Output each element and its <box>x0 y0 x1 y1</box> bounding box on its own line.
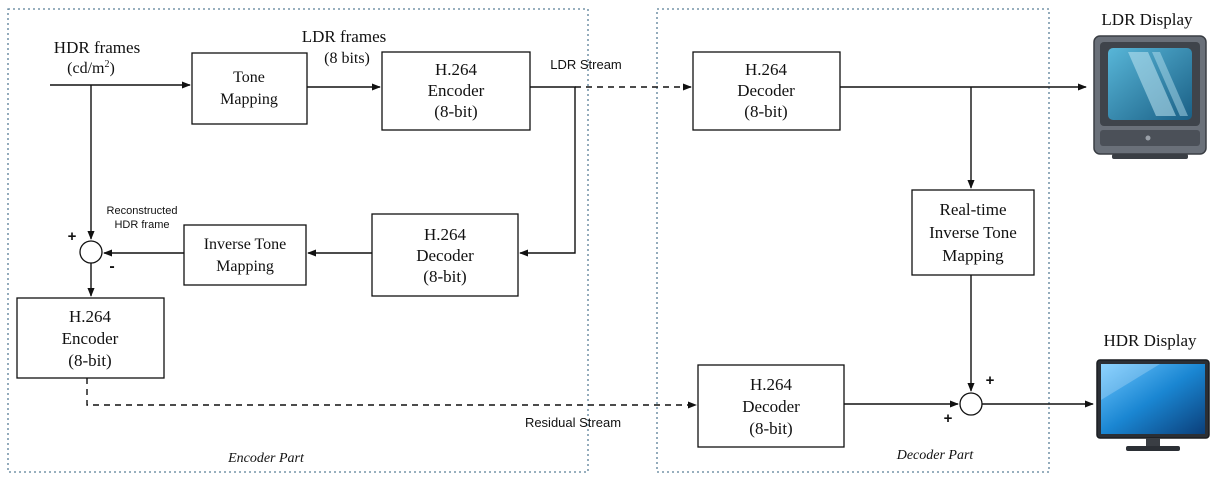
h264-decoder-encoder-side-block: H.264 Decoder (8-bit) <box>371 213 519 297</box>
itm-line1: Inverse Tone <box>204 236 287 253</box>
encoder-part-label: Encoder Part <box>227 451 305 466</box>
encoder-ldr-line3: (8-bit) <box>434 102 477 121</box>
itm-line2: Mapping <box>216 258 274 275</box>
h264-decoder-ldr-block: H.264 Decoder (8-bit) <box>692 51 841 131</box>
encoder-res-line3: (8-bit) <box>68 351 111 370</box>
inverse-tone-mapping-block: Inverse Tone Mapping <box>183 224 307 286</box>
encoder-summer-minus: - <box>109 258 114 275</box>
rt-itm-line3: Mapping <box>942 246 1004 265</box>
decoder-enc-line2: Decoder <box>416 246 474 265</box>
ldr-frames-label: LDR frames <box>302 27 387 46</box>
decoder-part-region <box>656 8 1050 473</box>
rt-itm-line1: Real-time <box>939 200 1006 219</box>
decoder-res-line2: Decoder <box>742 397 800 416</box>
hdr-frames-label: HDR frames <box>54 38 140 57</box>
decoder-summer <box>959 392 983 416</box>
encoder-ldr-line1: H.264 <box>435 60 478 79</box>
reconstructed-hdr-frame-label: HDR frame <box>114 219 169 231</box>
decoder-part-label: Decoder Part <box>896 448 975 463</box>
decoder-summer-plus-left: + <box>944 410 953 427</box>
ldr-display-label: LDR Display <box>1101 10 1193 29</box>
residual-stream-arrow <box>86 378 697 409</box>
decoder-enc-line1: H.264 <box>424 225 467 244</box>
h264-encoder-residual-block: H.264 Encoder (8-bit) <box>16 297 165 379</box>
encoder-summer <box>79 240 103 264</box>
decoder-res-line3: (8-bit) <box>749 419 792 438</box>
encoder-res-line2: Encoder <box>62 329 119 348</box>
hdr-frames-unit: (cd/m2) <box>67 59 115 77</box>
tone-mapping-block: Tone Mapping <box>191 52 308 125</box>
decoder-ldr-line2: Decoder <box>737 81 795 100</box>
tone-mapping-line1: Tone <box>233 69 265 86</box>
residual-stream-label: Residual Stream <box>525 415 621 430</box>
realtime-inverse-tone-mapping-block: Real-time Inverse Tone Mapping <box>911 189 1035 276</box>
tone-mapping-line2: Mapping <box>220 91 278 108</box>
decoder-enc-line3: (8-bit) <box>423 267 466 286</box>
decoder-summer-plus-top: + <box>986 372 995 389</box>
reconstructed-label: Reconstructed <box>107 205 178 217</box>
h264-decoder-residual-block: H.264 Decoder (8-bit) <box>697 364 845 448</box>
encoder-part-region <box>7 8 589 473</box>
encoder-summer-plus: + <box>68 228 77 245</box>
ldr-frames-bits: (8 bits) <box>324 50 370 67</box>
ldr-tv-icon <box>1093 35 1207 159</box>
encoder-res-line1: H.264 <box>69 307 112 326</box>
hdr-tv-icon <box>1096 359 1210 451</box>
hdr-display-label: HDR Display <box>1103 331 1197 350</box>
decoder-res-line1: H.264 <box>750 375 793 394</box>
encoder-to-decoder-loop-arrow <box>519 86 576 257</box>
decoder-ldr-line3: (8-bit) <box>744 102 787 121</box>
ldr-stream-label: LDR Stream <box>550 57 622 72</box>
encoder-ldr-line2: Encoder <box>428 81 485 100</box>
h264-encoder-ldr-block: H.264 Encoder (8-bit) <box>381 51 531 131</box>
rt-itm-line2: Inverse Tone <box>929 223 1017 242</box>
decoder-ldr-line1: H.264 <box>745 60 788 79</box>
